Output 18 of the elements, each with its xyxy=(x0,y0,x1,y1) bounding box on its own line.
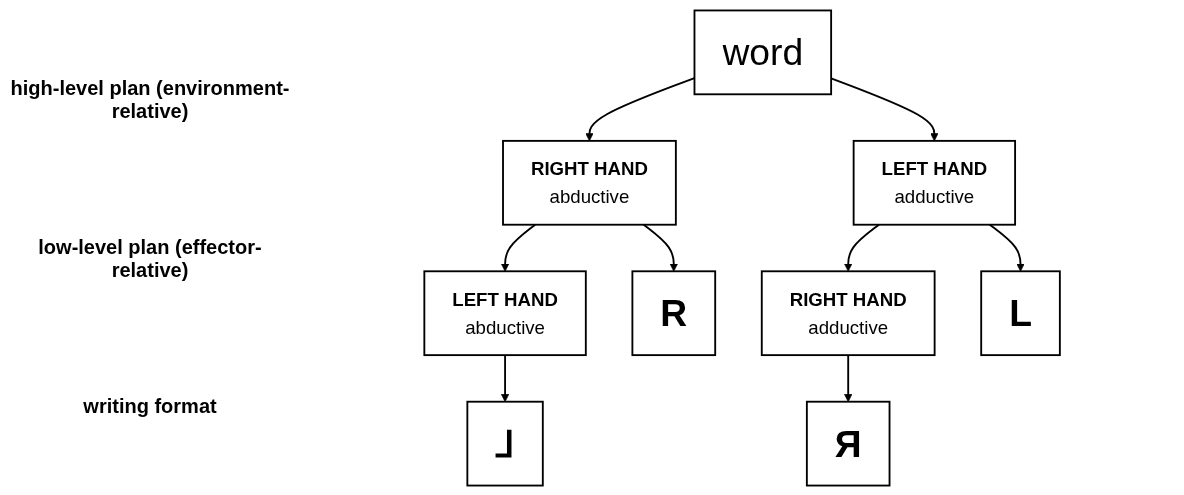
row-label: writing format xyxy=(82,395,218,419)
node-box: L xyxy=(980,269,1061,356)
row-label: high-level plan (environment-relative) xyxy=(10,76,290,123)
row-label: low-level plan (effector-relative) xyxy=(37,236,263,282)
node-box: RIGHT HAND abductive xyxy=(501,139,677,226)
arrow xyxy=(500,223,537,272)
arrow xyxy=(844,223,880,272)
node-box: ⅃ xyxy=(466,400,544,486)
node-box: LEFT HAND abductive xyxy=(423,269,587,356)
arrow xyxy=(844,353,853,402)
node-box: Я xyxy=(805,400,891,486)
arrow xyxy=(988,223,1025,272)
arrow xyxy=(642,223,678,272)
node-box: R xyxy=(631,269,716,356)
node-box: RIGHT HAND adductive xyxy=(760,269,936,356)
node-box: LEFT HAND adductive xyxy=(852,139,1016,226)
arrow xyxy=(500,353,510,402)
node-box: word xyxy=(693,9,832,95)
